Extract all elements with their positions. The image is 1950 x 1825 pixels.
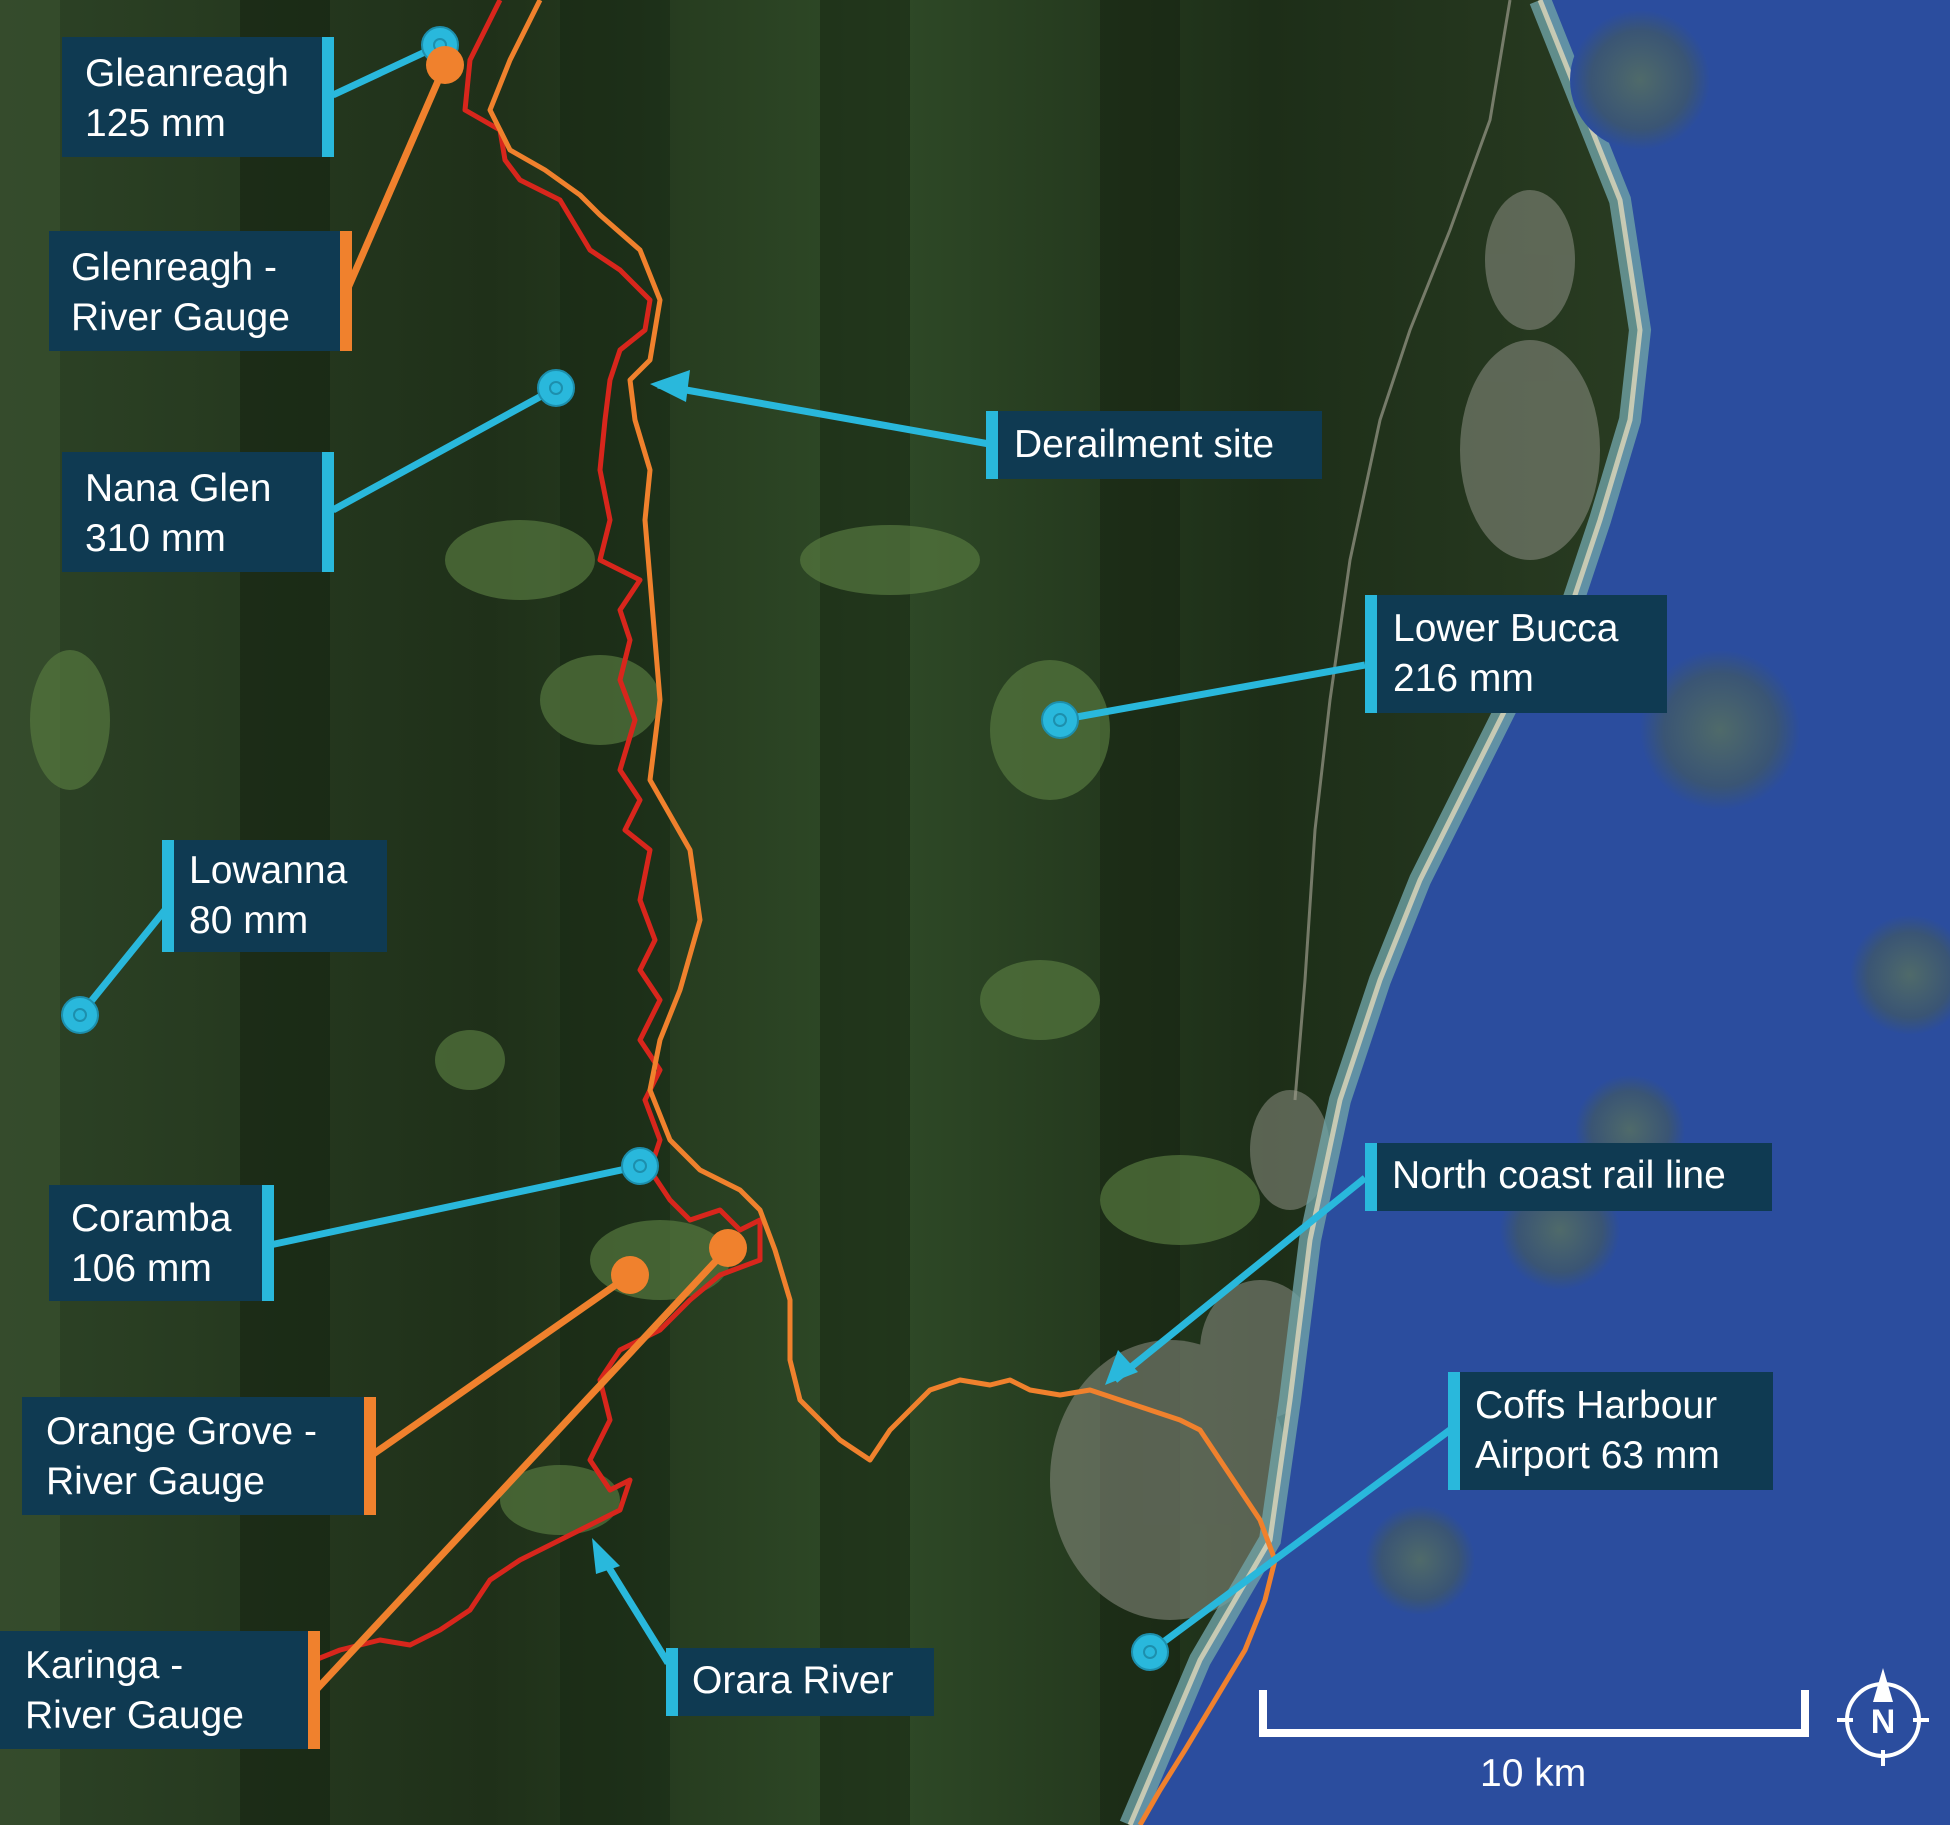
lowanna-rain-label: Lowanna 80 mm — [162, 840, 387, 952]
north-coast-rail-line-label: North coast rail line — [1365, 1143, 1772, 1211]
coramba-rain-label: Coramba 106 mm — [49, 1185, 274, 1301]
lower-bucca-rainfall: 216 mm — [1393, 657, 1534, 700]
coffs-harbour-rainfall: Airport 63 mm — [1475, 1434, 1720, 1477]
karinga-gauge-type: River Gauge — [25, 1694, 244, 1737]
glenreagh-gauge-type: River Gauge — [71, 296, 290, 339]
karinga-river-gauge-dot — [709, 1229, 747, 1267]
nana-glen-name: Nana Glen — [85, 467, 272, 510]
coramba-name: Coramba — [71, 1197, 232, 1240]
north-arrow-letter: N — [1871, 1703, 1896, 1741]
coramba-rain-gauge-dot — [621, 1147, 659, 1185]
coffs-harbour-airport-rain-label: Coffs Harbour Airport 63 mm — [1448, 1372, 1773, 1490]
glenreagh-river-gauge-dot — [426, 46, 464, 84]
north-coast-rail-line-text: North coast rail line — [1392, 1154, 1726, 1197]
karinga-river-gauge-label: Karinga - River Gauge — [0, 1631, 320, 1749]
derailment-site-label: Derailment site — [986, 411, 1322, 479]
north-arrow-icon: N — [1837, 1668, 1929, 1766]
derailment-site-text: Derailment site — [1014, 423, 1275, 466]
glenreagh-gauge-name: Glenreagh - — [71, 246, 277, 289]
lower-bucca-rain-gauge-dot — [1041, 701, 1079, 739]
lowanna-name: Lowanna — [189, 849, 348, 892]
coramba-rainfall: 106 mm — [71, 1247, 212, 1290]
orange-grove-gauge-type: River Gauge — [46, 1460, 265, 1503]
lowanna-rainfall: 80 mm — [189, 899, 309, 942]
orara-river-label: Orara River — [666, 1648, 934, 1716]
lower-bucca-rain-label: Lower Bucca 216 mm — [1365, 595, 1667, 713]
gleanreagh-rainfall: 125 mm — [85, 102, 226, 145]
orara-river-text: Orara River — [692, 1659, 894, 1702]
nana-glen-rainfall: 310 mm — [85, 517, 226, 560]
lower-bucca-name: Lower Bucca — [1393, 607, 1619, 650]
scale-bar-label: 10 km — [1480, 1752, 1587, 1795]
coffs-harbour-name: Coffs Harbour — [1475, 1384, 1718, 1427]
glenreagh-river-gauge-label: Glenreagh - River Gauge — [49, 231, 352, 351]
scale-bar — [1259, 1690, 1809, 1737]
orange-grove-river-gauge-label: Orange Grove - River Gauge — [22, 1397, 376, 1515]
gleanreagh-name: Gleanreagh — [85, 52, 289, 95]
gleanreagh-rain-label: Gleanreagh 125 mm — [62, 37, 334, 157]
orange-grove-gauge-name: Orange Grove - — [46, 1410, 317, 1453]
coffs-airport-rain-gauge-dot — [1131, 1633, 1169, 1671]
orange-grove-river-gauge-dot — [611, 1256, 649, 1294]
orara-river-line — [314, 0, 763, 1663]
karinga-gauge-name: Karinga - — [25, 1644, 184, 1687]
nana-glen-rain-gauge-dot — [537, 369, 575, 407]
lowanna-rain-gauge-dot — [61, 996, 99, 1034]
nana-glen-rain-label: Nana Glen 310 mm — [62, 452, 334, 572]
rail-line — [487, 0, 1278, 1825]
